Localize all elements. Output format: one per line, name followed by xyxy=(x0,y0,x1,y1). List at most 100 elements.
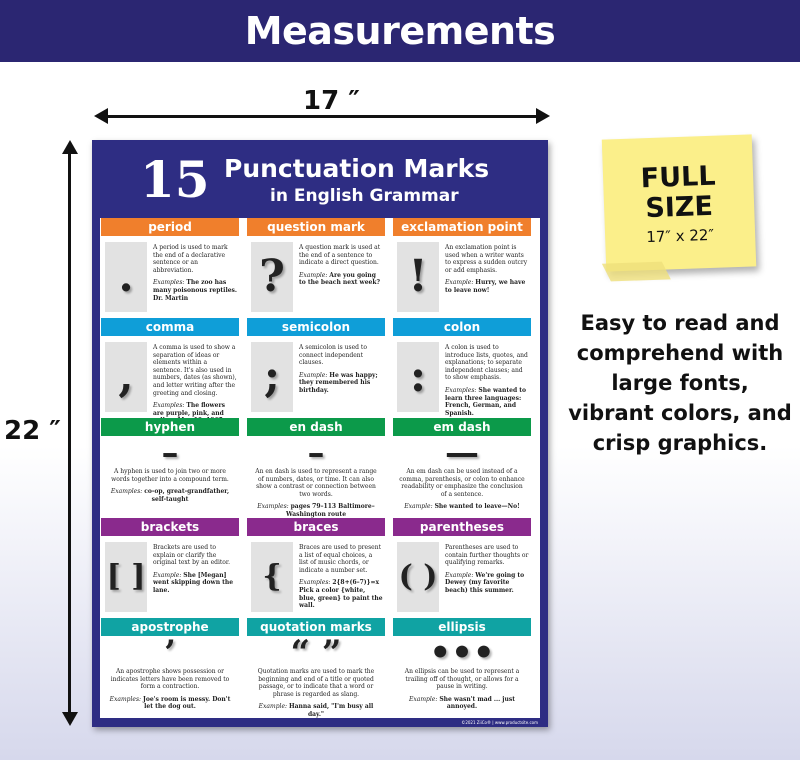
card-body: :A colon is used to introduce lists, quo… xyxy=(393,336,531,418)
card-description: An apostrophe shows possession or indica… xyxy=(107,668,233,711)
poster: 15 Punctuation Marks in English Grammar … xyxy=(92,140,548,727)
card-description: A semicolon is used to connect independe… xyxy=(299,344,383,395)
sticky-curl xyxy=(601,261,671,282)
card-body: [ ]Brackets are used to explain or clari… xyxy=(101,536,239,618)
definition-text: Braces are used to present a list of equ… xyxy=(299,544,381,574)
example-block: Examples: pages 79–113 Baltimore–Washing… xyxy=(253,503,379,518)
punctuation-card: em dash—An em dash can be used instead o… xyxy=(393,418,531,518)
card-title: hyphen xyxy=(101,418,239,436)
card-description: Braces are used to present a list of equ… xyxy=(299,544,383,610)
example-label: Example: xyxy=(409,695,438,703)
punctuation-card: brackets[ ]Brackets are used to explain … xyxy=(101,518,239,618)
arrow-left-icon xyxy=(94,108,108,124)
punctuation-card: colon:A colon is used to introduce lists… xyxy=(393,318,531,418)
example-label: Examples: xyxy=(299,579,331,587)
definition-text: A colon is used to introduce lists, quot… xyxy=(445,344,528,382)
card-body: •••An ellipsis can be used to represent … xyxy=(393,636,531,718)
punctuation-card: period.A period is used to mark the end … xyxy=(101,218,239,318)
example-label: Example: xyxy=(445,571,474,579)
example-block: Example: Hurry, we have to leave now! xyxy=(445,279,529,294)
feature-description: Easy to read and comprehend with large f… xyxy=(560,308,800,458)
card-title: semicolon xyxy=(247,318,385,336)
card-description: A question mark is used at the end of a … xyxy=(299,244,383,287)
card-body: ( ) Parentheses are used to contain furth… xyxy=(393,536,531,618)
example-block: Example: Are you going to the beach next… xyxy=(299,272,383,287)
example-text: She [Megan] went skipping down the lane. xyxy=(153,571,234,594)
card-description: An en dash is used to represent a range … xyxy=(253,468,379,518)
example-label: Example: xyxy=(153,571,182,579)
card-title: em dash xyxy=(393,418,531,436)
punctuation-glyph: — xyxy=(445,433,479,473)
example-label: Example: xyxy=(445,279,474,287)
punctuation-glyph: , xyxy=(105,342,147,412)
card-title: comma xyxy=(101,318,239,336)
example-label: Example: xyxy=(404,503,433,511)
example-label: Examples: xyxy=(445,386,477,394)
punctuation-glyph: – xyxy=(307,433,325,473)
example-text: pages 79–113 Baltimore–Washington route xyxy=(285,503,375,518)
example-block: Example: He was happy; they remembered h… xyxy=(299,372,383,395)
card-title: parentheses xyxy=(393,518,531,536)
example-text: The zoo has many poisonous reptiles. Dr.… xyxy=(153,279,238,302)
page-banner: Measurements xyxy=(0,0,800,62)
poster-title: Punctuation Marks xyxy=(224,154,490,183)
card-description: An exclamation point is used when a writ… xyxy=(445,244,529,295)
example-text: Hurry, we have to leave now! xyxy=(445,279,526,294)
example-label: Example: xyxy=(299,271,328,279)
height-label: 22 ″ xyxy=(4,416,61,446)
height-arrow-line xyxy=(68,148,71,716)
card-description: An ellipsis can be used to represent a t… xyxy=(399,668,525,711)
card-description: Brackets are used to explain or clarify … xyxy=(153,544,237,595)
definition-text: A hyphen is used to join two or more wor… xyxy=(111,468,229,483)
card-body: “ ”Quotation marks are used to mark the … xyxy=(247,636,385,718)
example-text: She wanted to learn three languages: Fre… xyxy=(445,386,527,417)
definition-text: An en dash is used to represent a range … xyxy=(255,468,377,498)
example-label: Example: xyxy=(258,703,288,711)
example-label: Examples: xyxy=(153,402,185,410)
punctuation-glyph: ••• xyxy=(429,633,495,673)
example-label: Examples: xyxy=(110,488,143,496)
example-text: Are you going to the beach next week? xyxy=(299,271,380,287)
example-block: Examples: The zoo has many poisonous rep… xyxy=(153,279,237,302)
card-body: –An en dash is used to represent a range… xyxy=(247,436,385,518)
arrow-right-icon xyxy=(536,108,550,124)
card-title: braces xyxy=(247,518,385,536)
card-title: colon xyxy=(393,318,531,336)
card-body: –A hyphen is used to join two or more wo… xyxy=(101,436,239,518)
punctuation-glyph: : xyxy=(397,342,439,412)
definition-text: Brackets are used to explain or clarify … xyxy=(153,544,231,567)
card-body: —An em dash can be used instead of a com… xyxy=(393,436,531,518)
card-body: .A period is used to mark the end of a d… xyxy=(101,236,239,318)
punctuation-card: hyphen–A hyphen is used to join two or m… xyxy=(101,418,239,518)
definition-text: Parentheses are used to contain further … xyxy=(445,544,529,567)
punctuation-glyph: . xyxy=(105,242,147,312)
punctuation-glyph: “ ” xyxy=(290,633,342,673)
definition-text: A comma is used to show a separation of … xyxy=(153,344,237,397)
sticky-line-3: 17″ x 22″ xyxy=(645,225,715,247)
example-block: Example: We're going to Dewey (my favori… xyxy=(445,572,529,595)
example-block: Example: She wasn't mad ... just annoyed… xyxy=(399,696,525,711)
width-arrow-line xyxy=(100,115,540,118)
definition-text: A question mark is used at the end of a … xyxy=(299,244,381,267)
example-text: Hanna said, "I'm busy all day." xyxy=(288,703,374,718)
example-label: Examples: xyxy=(153,279,185,287)
punctuation-glyph: ( ) xyxy=(397,542,439,612)
sticky-line-2: SIZE xyxy=(644,190,714,225)
card-title: brackets xyxy=(101,518,239,536)
card-title: question mark xyxy=(247,218,385,236)
poster-copyright: ©2021 ZiiCo® | www.productsite.com xyxy=(461,720,538,725)
arrow-down-icon xyxy=(62,712,78,726)
example-text: co-op, great-grandfather, self-taught xyxy=(144,488,230,503)
poster-subtitle: in English Grammar xyxy=(270,186,459,206)
punctuation-glyph: ! xyxy=(397,242,439,312)
card-title: quotation marks xyxy=(247,618,385,636)
example-label: Example: xyxy=(299,371,328,379)
definition-text: A period is used to mark the end of a de… xyxy=(153,244,228,274)
poster-number: 15 xyxy=(140,150,210,209)
card-description: A period is used to mark the end of a de… xyxy=(153,244,237,302)
card-body: ,A comma is used to show a separation of… xyxy=(101,336,239,418)
description-line: comprehend with xyxy=(576,341,784,365)
definition-text: An ellipsis can be used to represent a t… xyxy=(404,668,520,691)
description-line: crisp graphics. xyxy=(592,431,768,455)
punctuation-glyph: – xyxy=(161,433,179,473)
